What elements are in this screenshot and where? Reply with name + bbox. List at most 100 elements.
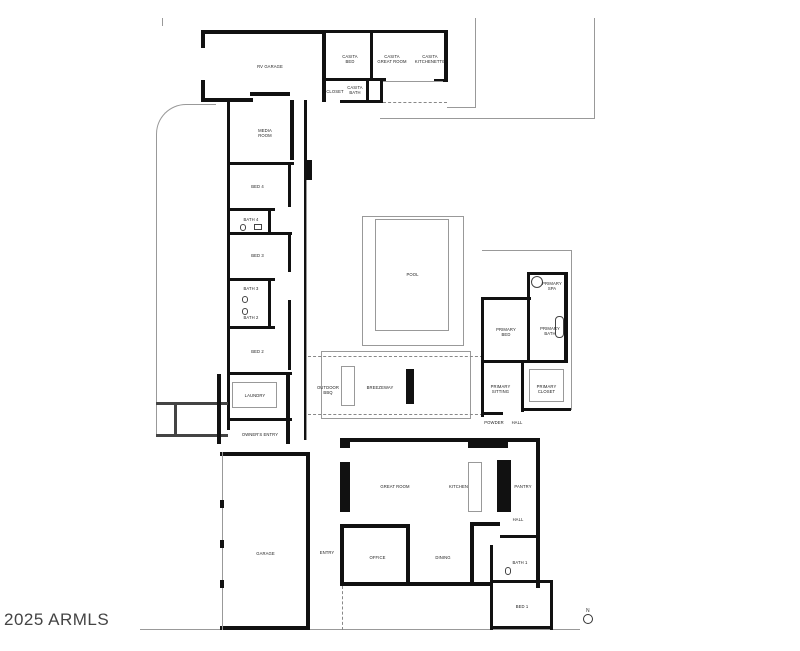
wall (490, 580, 553, 583)
room-label-casita-bed: CASITA BED (342, 54, 358, 64)
wall (527, 272, 567, 275)
room-label-casita-great-room: CASITA GREAT ROOM (377, 54, 407, 64)
room-label-pantry: PANTRY (514, 484, 532, 489)
wall (521, 408, 571, 411)
room-label-closet: CLOSET (326, 89, 344, 94)
wall (288, 232, 291, 272)
wall-thin (383, 81, 443, 82)
wall (500, 535, 540, 538)
room-label-outdoor-bbq: OUTDOOR BBQ (316, 385, 340, 395)
wall (468, 438, 508, 448)
room-label-bed1: BED 1 (515, 604, 529, 609)
room-label-primary-spa: PRIMARY SPA (542, 281, 562, 291)
wall (227, 208, 275, 211)
wall (340, 438, 540, 442)
site-line (380, 118, 595, 119)
room-label-hall-primary: HALL (511, 420, 523, 425)
room-label-bath1: BATH 1 (512, 560, 528, 565)
wall (227, 278, 275, 281)
room-label-media-room: MEDIA ROOM (258, 128, 272, 138)
wall (201, 30, 205, 48)
wall (201, 80, 205, 102)
wall (286, 374, 290, 444)
room-label-bath2: BATH 2 (243, 315, 259, 320)
wall (306, 452, 310, 630)
wall (268, 278, 271, 328)
room-label-entry: ENTRY (319, 550, 335, 555)
wall (227, 100, 230, 430)
wall (220, 540, 224, 548)
wall (250, 92, 290, 96)
wall (536, 438, 540, 588)
wall (434, 79, 448, 82)
wall (481, 297, 484, 417)
wall (227, 232, 292, 235)
room-label-bed2: BED 2 (251, 349, 264, 354)
wall (380, 78, 383, 102)
wall (340, 524, 410, 528)
range-wall (497, 460, 511, 512)
copyright-text: 2025 ARMLS (4, 610, 110, 629)
room-label-dining: DINING (435, 555, 451, 560)
patio-edge (383, 102, 447, 103)
wall (490, 545, 493, 585)
wall (340, 582, 490, 586)
wall (217, 374, 221, 444)
wall (521, 362, 524, 412)
room-label-pool: POOL (406, 272, 419, 277)
closet-island (529, 369, 564, 402)
wall (326, 30, 448, 33)
room-label-primary-closet: PRIMARY CLOSET (536, 384, 557, 394)
site-line (162, 18, 163, 26)
room-label-primary-sitting: PRIMARY SITTING (490, 384, 511, 394)
wall (322, 30, 326, 102)
wall (304, 160, 312, 180)
room-label-bath3: BATH 3 (243, 286, 259, 291)
wall (490, 626, 553, 629)
wall (220, 580, 224, 588)
room-label-primary-bed: PRIMARY BED (496, 327, 516, 337)
wall (288, 300, 291, 370)
pool-deck-outline (362, 216, 464, 346)
roof-edge (308, 414, 483, 415)
room-label-laundry: LAUNDRY (244, 393, 266, 398)
roof-edge (308, 356, 483, 357)
wall (564, 272, 568, 362)
room-label-great-room: GREAT ROOM (380, 484, 410, 489)
wall (481, 297, 531, 300)
wall (366, 78, 369, 102)
room-label-primary-bath: PRIMARY BATH (540, 326, 560, 336)
wall (201, 30, 326, 34)
wall (406, 524, 410, 584)
wall (220, 452, 310, 456)
fireplace (406, 369, 414, 404)
wall-hatched (156, 402, 228, 405)
wall (290, 100, 294, 160)
wall (550, 580, 553, 630)
entry-walk-edge (342, 586, 343, 630)
bathtub-icon (555, 316, 564, 338)
wall (288, 162, 291, 207)
room-label-hall-kitchen: HALL (512, 517, 524, 522)
north-arrow-icon (583, 614, 593, 624)
wall (340, 100, 383, 103)
wall-hatched (174, 404, 177, 436)
room-label-rv-garage: RV GARAGE (257, 64, 283, 69)
wall (481, 360, 568, 363)
wall (444, 30, 448, 82)
spa-tub-icon (531, 276, 543, 288)
wall (220, 626, 310, 630)
window-column (340, 462, 350, 512)
courtyard-line (482, 250, 572, 251)
wall (227, 372, 292, 375)
breezeway-outline (321, 351, 471, 419)
room-label-bed4: BED 4 (251, 184, 264, 189)
wall (304, 100, 307, 440)
room-label-owners-entry: OWNER'S ENTRY (241, 432, 279, 437)
wall-hatched (156, 434, 228, 437)
toilet-icon (240, 224, 246, 231)
wall (527, 272, 530, 360)
room-label-garage: GARAGE (256, 551, 275, 556)
courtyard-line (306, 180, 307, 440)
